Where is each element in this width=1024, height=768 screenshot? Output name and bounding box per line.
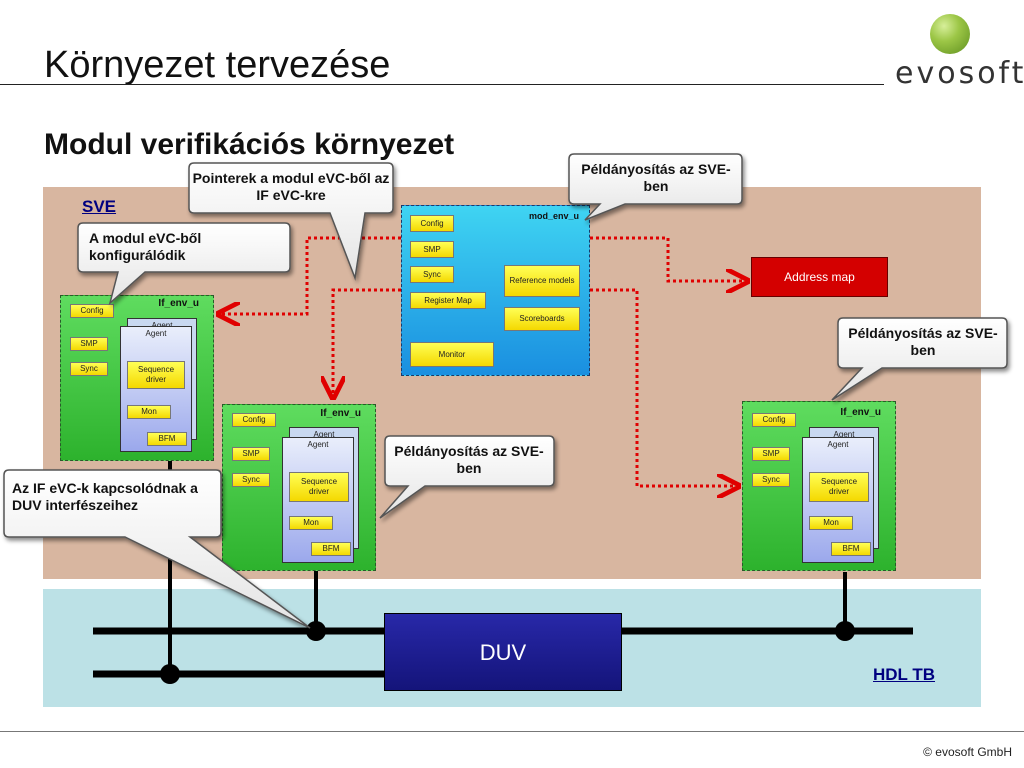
- mod-env-block: mod_env_u Config SMP Sync Register Map M…: [401, 205, 590, 376]
- logo-text: evosoft: [895, 56, 1024, 91]
- mod-smp-box: SMP: [410, 241, 454, 258]
- mod-sync-box: Sync: [410, 266, 454, 283]
- bfm-box: BFM: [311, 542, 351, 556]
- slide-subtitle: Modul verifikációs környezet: [44, 128, 455, 161]
- sve-label: SVE: [82, 197, 117, 216]
- if-env-right: If_env_u Config SMP Sync Agent Agent Seq…: [742, 401, 896, 571]
- mon-box: Mon: [809, 516, 853, 530]
- agent-label: Agent: [827, 440, 849, 449]
- duv-block: DUV: [384, 613, 622, 691]
- if-config-box: Config: [232, 413, 276, 427]
- agent-card: Agent Sequence driver Mon BFM: [802, 437, 874, 563]
- callout-config: A modul eVC-ből konfigurálódik: [89, 230, 202, 263]
- mon-box: Mon: [127, 405, 171, 419]
- if-env-name: If_env_u: [320, 408, 361, 419]
- sequence-driver-box: Sequence driver: [127, 361, 185, 389]
- mod-reference-models-box: Reference models: [504, 265, 580, 297]
- hdl-tb-label: HDL TB: [873, 665, 936, 684]
- callout-instantiation-middle: Példányosítás az SVE-ben: [394, 443, 544, 476]
- slide-title: Környezet tervezése: [44, 44, 391, 86]
- agent-card: Agent Sequence driver Mon BFM: [282, 437, 354, 563]
- if-sync-box: Sync: [70, 362, 108, 376]
- if-env-name: If_env_u: [158, 298, 199, 309]
- address-map-block: Address map: [751, 257, 888, 297]
- bfm-box: BFM: [831, 542, 871, 556]
- if-smp-box: SMP: [70, 337, 108, 351]
- evosoft-ball-logo-icon: [930, 14, 970, 54]
- if-config-box: Config: [70, 304, 114, 318]
- copyright-text: © evosoft GmbH: [923, 745, 1012, 759]
- if-sync-box: Sync: [752, 473, 790, 487]
- bfm-box: BFM: [147, 432, 187, 446]
- agent-label: Agent: [307, 440, 329, 449]
- agent-card: Agent Sequence driver Mon BFM: [120, 326, 192, 452]
- if-smp-box: SMP: [752, 447, 790, 461]
- if-env-middle: If_env_u Config SMP Sync Agent Agent Seq…: [222, 404, 376, 571]
- if-env-left: If_env_u Config SMP Sync Agent Agent Seq…: [60, 295, 214, 461]
- agent-back-label: Agent: [833, 430, 855, 439]
- mod-scoreboards-box: Scoreboards: [504, 307, 580, 331]
- title-divider: [0, 84, 884, 85]
- mod-register-map-box: Register Map: [410, 292, 486, 309]
- sequence-driver-box: Sequence driver: [809, 472, 869, 502]
- if-smp-box: SMP: [232, 447, 270, 461]
- mod-monitor-box: Monitor: [410, 342, 494, 367]
- footer-divider: [0, 731, 1024, 732]
- if-sync-box: Sync: [232, 473, 270, 487]
- mod-env-name: mod_env_u: [528, 211, 579, 221]
- if-config-box: Config: [752, 413, 796, 427]
- callout-instantiation-right: Példányosítás az SVE-ben: [848, 325, 998, 358]
- mod-config-box: Config: [410, 215, 454, 232]
- if-env-name: If_env_u: [840, 407, 881, 418]
- agent-back-label: Agent: [313, 430, 335, 439]
- sequence-driver-box: Sequence driver: [289, 472, 349, 502]
- agent-back-label: Agent: [128, 321, 196, 330]
- callout-instantiation-top: Példányosítás az SVE-ben: [581, 161, 731, 194]
- agent-label: Agent: [145, 329, 167, 338]
- mon-box: Mon: [289, 516, 333, 530]
- callout-pointers: Pointerek a modul eVC-ből az IF eVC-kre: [192, 170, 390, 203]
- callout-if-connect: Az IF eVC-k kapcsolódnak a DUV interfész…: [12, 480, 198, 513]
